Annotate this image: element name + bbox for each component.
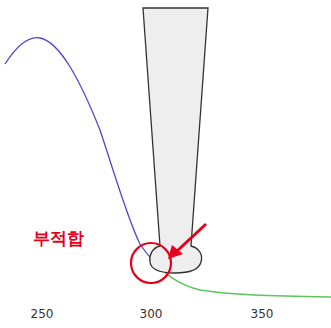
- callout-label: 부적합: [33, 227, 84, 250]
- axis-tick-label: 350: [251, 307, 274, 321]
- blue-curve: [5, 38, 150, 257]
- highlight-circle: [131, 243, 171, 283]
- arrow-head: [168, 245, 183, 259]
- probe-tip: [143, 8, 208, 273]
- axis-tick-label: 300: [140, 307, 163, 321]
- pointer-arrow: [176, 224, 206, 252]
- axis-tick-label: 250: [31, 307, 54, 321]
